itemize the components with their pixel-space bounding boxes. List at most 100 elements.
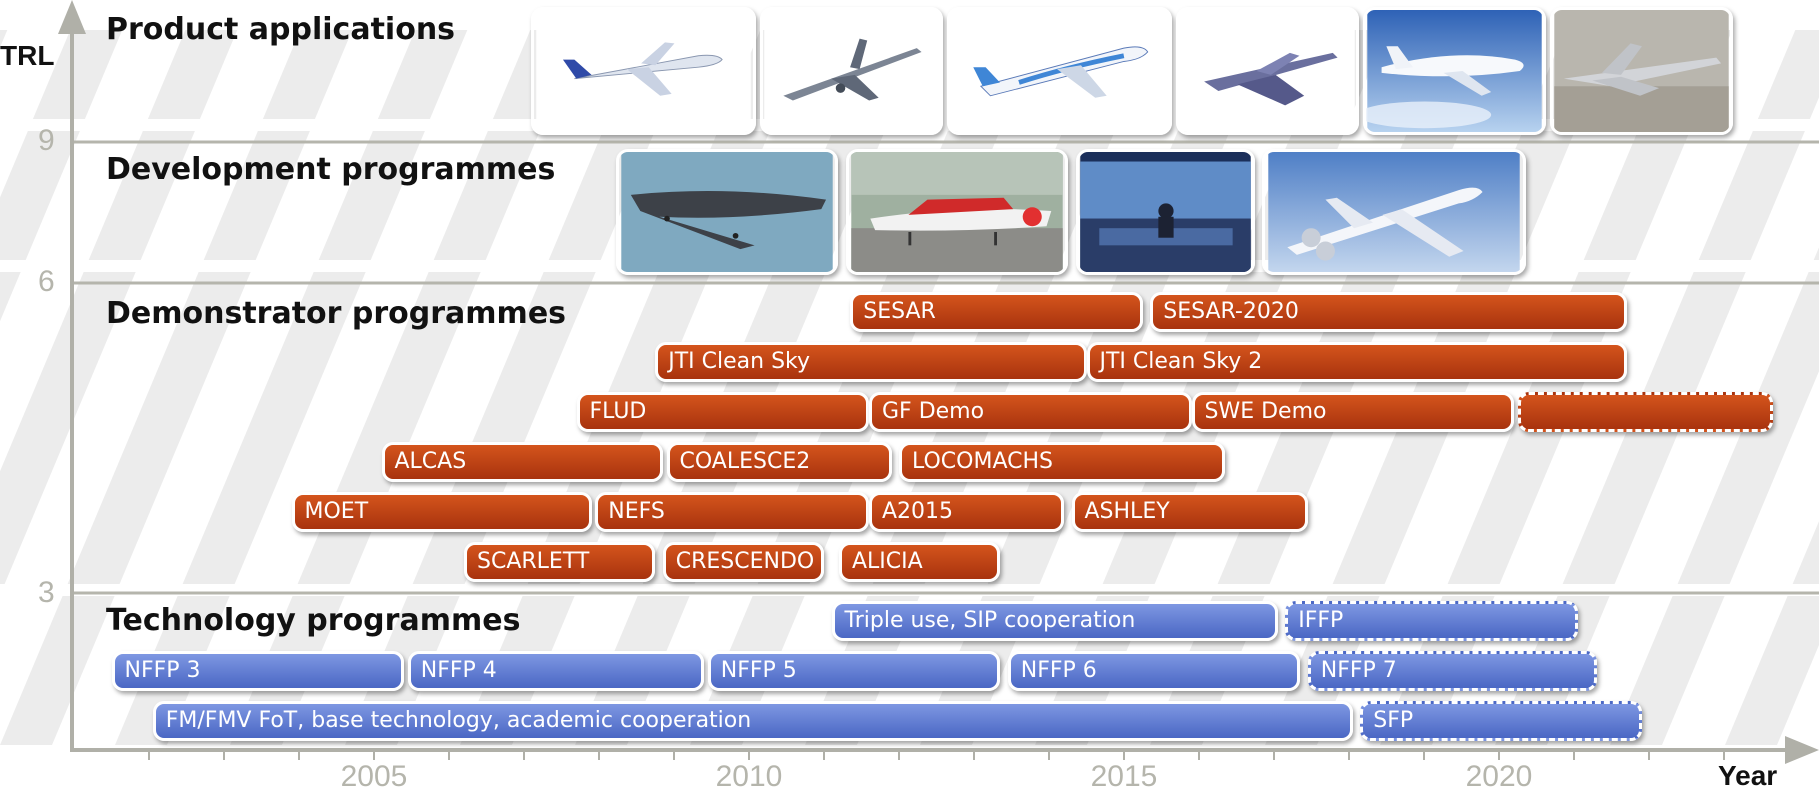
section-title-demonstrator: Demonstrator programmes [106, 296, 567, 331]
technology-bar: NFFP 7 [1307, 651, 1597, 691]
uav-on-runway-image [851, 152, 1063, 272]
technology-bar: SFP [1360, 701, 1642, 741]
technology-bar: IFFP [1285, 601, 1578, 641]
technology-bar-label: NFFP 3 [124, 658, 201, 683]
demonstrator-bar-label: NEFS [608, 499, 665, 524]
year-tick-2010: 2010 [715, 760, 783, 791]
demonstrator-bar-label: SCARLETT [477, 549, 590, 574]
trl-tick-3: 3 [38, 576, 55, 609]
background-arrow-stripe [1610, 247, 1819, 745]
demonstrator-bar-label: GF Demo [882, 399, 985, 424]
technology-bar: FM/FMV FoT, base technology, academic co… [152, 701, 1353, 741]
y-axis-arrowhead [58, 0, 86, 34]
demonstrator-bar-label: ALICIA [852, 549, 923, 574]
section-title-development: Development programmes [106, 152, 556, 187]
technology-bar-label: NFFP 7 [1320, 658, 1397, 683]
demonstrator-bar [1517, 392, 1773, 432]
open-rotor-aircraft-image [1268, 152, 1520, 272]
delta-fighter-image [1180, 10, 1355, 132]
year-tick-2020: 2020 [1465, 760, 1533, 791]
demonstrator-bar-label: JTI Clean Sky 2 [1099, 349, 1263, 374]
background-arrow-stripe [1380, 30, 1733, 745]
demonstrator-bar-label: SESAR [863, 299, 936, 324]
demonstrator-bar: SESAR [850, 292, 1143, 332]
product-card-3 [947, 7, 1172, 135]
product-card-2 [760, 7, 943, 135]
background-arrow-stripe [0, 30, 238, 596]
product-card-5 [1363, 7, 1546, 135]
technology-bar: NFFP 6 [1007, 651, 1301, 691]
background-arrow-stripe [0, 30, 123, 322]
background-arrow-stripe [0, 30, 353, 745]
product-card-6 [1550, 7, 1733, 135]
development-card-4 [1262, 149, 1526, 275]
demonstrator-bar: ALICIA [839, 542, 1001, 582]
year-tick-2005: 2005 [340, 760, 408, 791]
demonstrator-bar: JTI Clean Sky [655, 342, 1087, 382]
demonstrator-bar: NEFS [595, 492, 869, 532]
x-axis-label: Year [1718, 760, 1778, 791]
demonstrator-bar-label: JTI Clean Sky [668, 349, 811, 374]
background-arrow-stripe [115, 30, 468, 745]
demonstrator-bar: CRESCENDO [662, 542, 824, 582]
demonstrator-bar-label: SWE Demo [1204, 399, 1327, 424]
future-fighter-image [1554, 10, 1729, 132]
demonstrator-bar: A2015 [869, 492, 1064, 532]
technology-bar: NFFP 3 [111, 651, 404, 691]
demonstrator-bar-label: COALESCE2 [679, 449, 811, 474]
demonstrator-bar: SWE Demo [1191, 392, 1514, 432]
demonstrator-bar: JTI Clean Sky 2 [1086, 342, 1627, 382]
technology-bar: Triple use, SIP cooperation [831, 601, 1278, 641]
x-axis-arrowhead [1785, 736, 1819, 764]
control-tower-image [1080, 152, 1251, 272]
development-card-1 [616, 149, 838, 275]
background-arrow-stripe [0, 30, 8, 48]
demonstrator-bar-label: SESAR-2020 [1163, 299, 1299, 324]
background-arrow-stripe [230, 30, 583, 745]
background-arrow-stripe [1495, 30, 1819, 745]
airliner-image [536, 10, 751, 132]
technology-bar-label: NFFP 6 [1020, 658, 1097, 683]
demonstrator-bar: MOET [291, 492, 592, 532]
demonstrator-bar: GF Demo [869, 392, 1192, 432]
demonstrator-bar-label: FLUD [589, 399, 647, 424]
demonstrator-bar-label: CRESCENDO [675, 549, 815, 574]
development-card-3 [1076, 149, 1255, 275]
background-arrow-stripe [1265, 30, 1618, 745]
demonstrator-bar: COALESCE2 [666, 442, 892, 482]
product-card-4 [1176, 7, 1359, 135]
widebody-jet-image [952, 10, 1167, 132]
demonstrator-bar-label: MOET [304, 499, 369, 524]
technology-bar-label: IFFP [1298, 608, 1344, 633]
demonstrator-bar: FLUD [576, 392, 869, 432]
technology-bar-label: Triple use, SIP cooperation [844, 608, 1136, 633]
technology-bar-label: FM/FMV FoT, base technology, academic co… [165, 708, 752, 733]
demonstrator-bar: ASHLEY [1071, 492, 1308, 532]
technology-bar: NFFP 4 [407, 651, 704, 691]
technology-bar-label: NFFP 5 [720, 658, 797, 683]
y-axis-label: TRL [0, 40, 55, 71]
section-title-technology: Technology programmes [106, 603, 521, 638]
demonstrator-bar: LOCOMACHS [899, 442, 1226, 482]
demonstrator-bar-label: LOCOMACHS [912, 449, 1053, 474]
trl-tick-6: 6 [38, 265, 55, 298]
technology-bar-label: SFP [1373, 708, 1414, 733]
demonstrator-bar-label: ALCAS [394, 449, 467, 474]
background-arrow-stripe [345, 30, 698, 745]
ucav-drone-image [621, 152, 833, 272]
trl-tick-9: 9 [38, 124, 55, 157]
technology-bar-label: NFFP 4 [420, 658, 497, 683]
development-card-2 [846, 149, 1068, 275]
demonstrator-bar: ALCAS [381, 442, 663, 482]
future-airliner-image [1366, 10, 1542, 132]
demonstrator-bar-label: ASHLEY [1084, 499, 1170, 524]
demonstrator-bar: SESAR-2020 [1150, 292, 1627, 332]
product-card-1 [531, 7, 756, 135]
demonstrator-bar-label: A2015 [882, 499, 954, 524]
demonstrator-bar: SCARLETT [464, 542, 656, 582]
background-arrow-stripe [1725, 521, 1819, 745]
year-tick-2015: 2015 [1090, 760, 1158, 791]
technology-bar: NFFP 5 [707, 651, 1001, 691]
fighter-jet-image [764, 10, 939, 132]
